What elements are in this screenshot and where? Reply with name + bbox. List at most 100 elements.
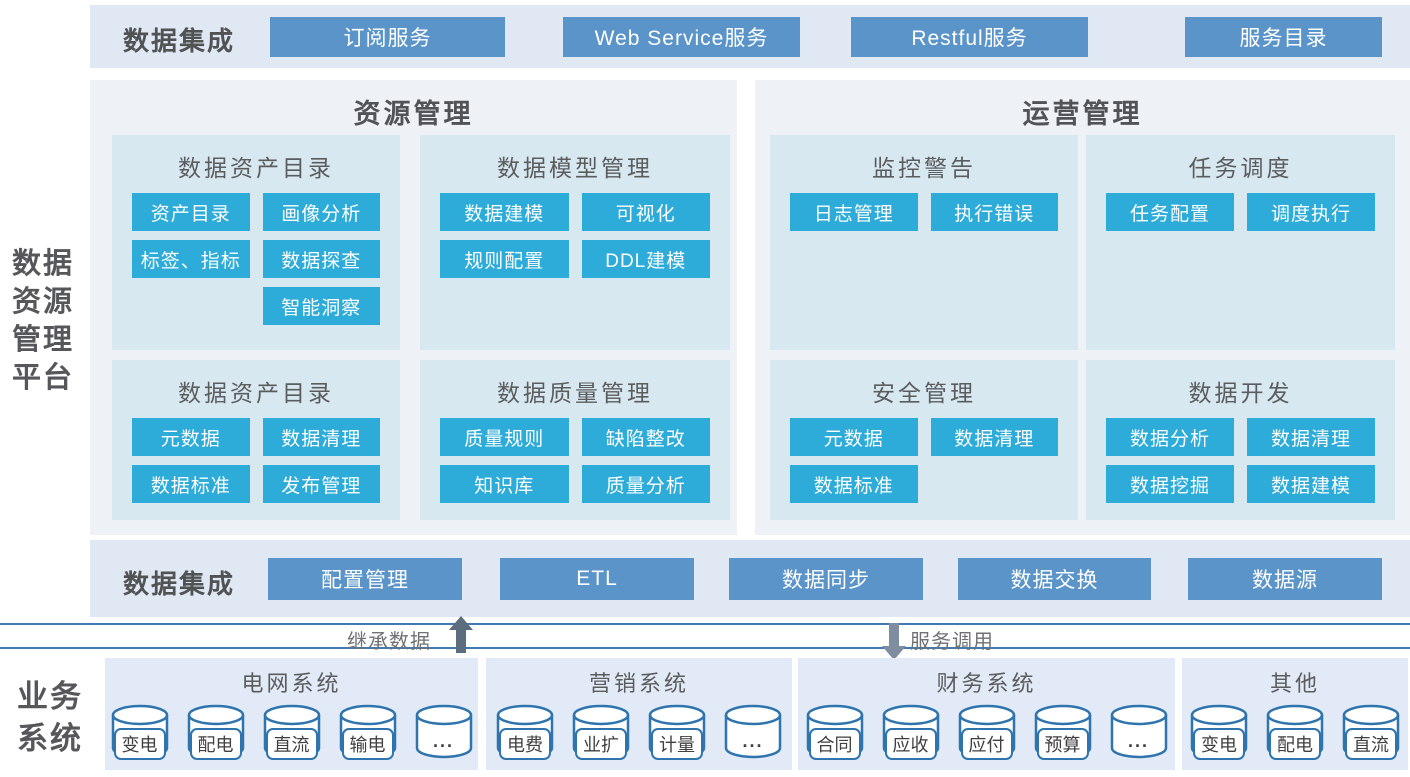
module-block: 调度执行 [1247, 193, 1375, 231]
block-config-management: 配置管理 [268, 558, 462, 600]
service-call-label: 服务调用 [910, 631, 994, 653]
module-block: 数据清理 [262, 418, 380, 456]
section-data-development: 数据开发 数据分析 数据清理 数据挖掘 数据建模 [1086, 360, 1395, 520]
module-block: 数据清理 [930, 418, 1058, 456]
arrow-stem [889, 623, 899, 646]
group-title: 财务系统 [936, 671, 1037, 696]
panel-resource-management: 资源管理 数据资产目录 资产目录 画像分析 标签、指标 数据探查 智能洞察 数据… [90, 80, 737, 535]
database-label: 输电 [341, 728, 394, 760]
business-systems-title: 业务 系统 [8, 676, 92, 760]
block-service-catalog: 服务目录 [1185, 17, 1382, 57]
inherit-data-label: 继承数据 [347, 631, 431, 653]
arrow-stem [456, 630, 466, 653]
module-block: 智能洞察 [262, 287, 380, 325]
section-title: 数据开发 [1188, 380, 1293, 406]
database-label: ... [432, 731, 455, 751]
integration-bar-label: 数据集成 [123, 569, 236, 599]
section-modules: 元数据 数据清理 数据标准 发布管理 [132, 418, 380, 503]
section-title: 数据模型管理 [497, 155, 653, 181]
block-restful-service: Restful服务 [851, 17, 1088, 57]
top-integration-bar: 数据集成 订阅服务 Web Service服务 Restful服务 服务目录 [90, 5, 1410, 68]
business-systems-title-line: 业务 [17, 679, 83, 714]
database-label: 计量 [651, 728, 703, 760]
section-modules: 数据建模 可视化 规则配置 DDL建模 [440, 193, 710, 278]
module-block: 数据建模 [1247, 465, 1375, 503]
section-data-asset-catalog-1: 数据资产目录 资产目录 画像分析 标签、指标 数据探查 智能洞察 [112, 135, 400, 350]
section-title: 监控警告 [872, 155, 976, 181]
database-row: 变电 配电 直流 输电 ... [105, 703, 478, 761]
db-cylinder: 应收 [880, 703, 942, 761]
database-label: 应收 [884, 728, 937, 760]
module-block: 标签、指标 [132, 240, 250, 278]
connector-band [0, 623, 1410, 649]
database-label: 电费 [499, 728, 551, 760]
database-row: 变电 配电 直流 [1182, 703, 1408, 761]
block-etl: ETL [500, 558, 694, 600]
block-data-sync: 数据同步 [729, 558, 923, 600]
database-cylinder-icon [415, 704, 472, 759]
section-data-quality-management: 数据质量管理 质量规则 缺陷整改 知识库 质量分析 [420, 360, 730, 520]
module-block: 质量分析 [581, 465, 710, 503]
module-block: 执行错误 [930, 193, 1058, 231]
db-cylinder: ... [1108, 703, 1170, 761]
platform-title: 数据 资源 管理 平台 [12, 245, 92, 397]
module-block: 数据建模 [440, 193, 569, 231]
block-data-source: 数据源 [1188, 558, 1382, 600]
module-block: 缺陷整改 [581, 418, 710, 456]
section-modules: 数据分析 数据清理 数据挖掘 数据建模 [1106, 418, 1375, 503]
group-other-systems: 其他 变电 配电 直流 [1182, 658, 1408, 770]
module-block: 规则配置 [440, 240, 569, 278]
database-label: 配电 [1269, 728, 1321, 760]
section-modules: 任务配置 调度执行 [1106, 193, 1375, 231]
module-block: 数据标准 [132, 465, 250, 503]
module-block: 画像分析 [262, 193, 380, 231]
panel-title: 运营管理 [1022, 99, 1143, 129]
db-cylinder: 计量 [646, 703, 708, 761]
section-modules: 日志管理 执行错误 [790, 193, 1058, 231]
database-label: 预算 [1036, 728, 1089, 760]
platform-title-line: 平台 [12, 362, 75, 394]
section-title: 安全管理 [872, 380, 976, 406]
section-title: 数据质量管理 [497, 380, 653, 406]
database-label: 应付 [960, 728, 1013, 760]
db-cylinder: ... [413, 703, 475, 761]
database-label: 配电 [189, 728, 242, 760]
db-cylinder: 输电 [337, 703, 399, 761]
module-block: 元数据 [132, 418, 250, 456]
panel-operation-management: 运营管理 监控警告 日志管理 执行错误 任务调度 任务配置 调度执行 安全管理 … [755, 80, 1410, 535]
db-cylinder: 变电 [109, 703, 171, 761]
database-label: 业扩 [575, 728, 627, 760]
database-cylinder-icon [1110, 704, 1167, 759]
module-block: 数据探查 [262, 240, 380, 278]
db-cylinder: 合同 [804, 703, 866, 761]
section-data-model-management: 数据模型管理 数据建模 可视化 规则配置 DDL建模 [420, 135, 730, 350]
section-data-asset-catalog-2: 数据资产目录 元数据 数据清理 数据标准 发布管理 [112, 360, 400, 520]
arrow-down-icon [882, 623, 906, 660]
db-cylinder: 配电 [185, 703, 247, 761]
database-label: 变电 [113, 728, 166, 760]
panel-title: 资源管理 [353, 99, 474, 129]
module-block: 资产目录 [132, 193, 250, 231]
platform-title-line: 管理 [12, 324, 75, 356]
database-row: 电费 业扩 计量 ... [486, 703, 792, 761]
module-block: 知识库 [440, 465, 569, 503]
platform-title-line: 数据 [12, 248, 75, 280]
db-cylinder: 直流 [261, 703, 323, 761]
db-cylinder: 预算 [1032, 703, 1094, 761]
module-block: 元数据 [790, 418, 918, 456]
arrow-head [882, 646, 906, 660]
block-subscribe-service: 订阅服务 [270, 17, 505, 57]
module-block: 质量规则 [440, 418, 569, 456]
block-web-service: Web Service服务 [563, 17, 800, 57]
module-block: 数据挖掘 [1106, 465, 1234, 503]
database-label: 直流 [1345, 728, 1397, 760]
block-data-exchange: 数据交换 [958, 558, 1151, 600]
database-row: 合同 应收 应付 预算 ... [798, 703, 1175, 761]
group-marketing-system: 营销系统 电费 业扩 计量 ... [486, 658, 792, 770]
database-label: 合同 [808, 728, 861, 760]
platform-title-line: 资源 [12, 286, 75, 318]
module-block: 数据分析 [1106, 418, 1234, 456]
section-modules: 质量规则 缺陷整改 知识库 质量分析 [440, 418, 710, 503]
business-systems-title-line: 系统 [17, 721, 83, 756]
